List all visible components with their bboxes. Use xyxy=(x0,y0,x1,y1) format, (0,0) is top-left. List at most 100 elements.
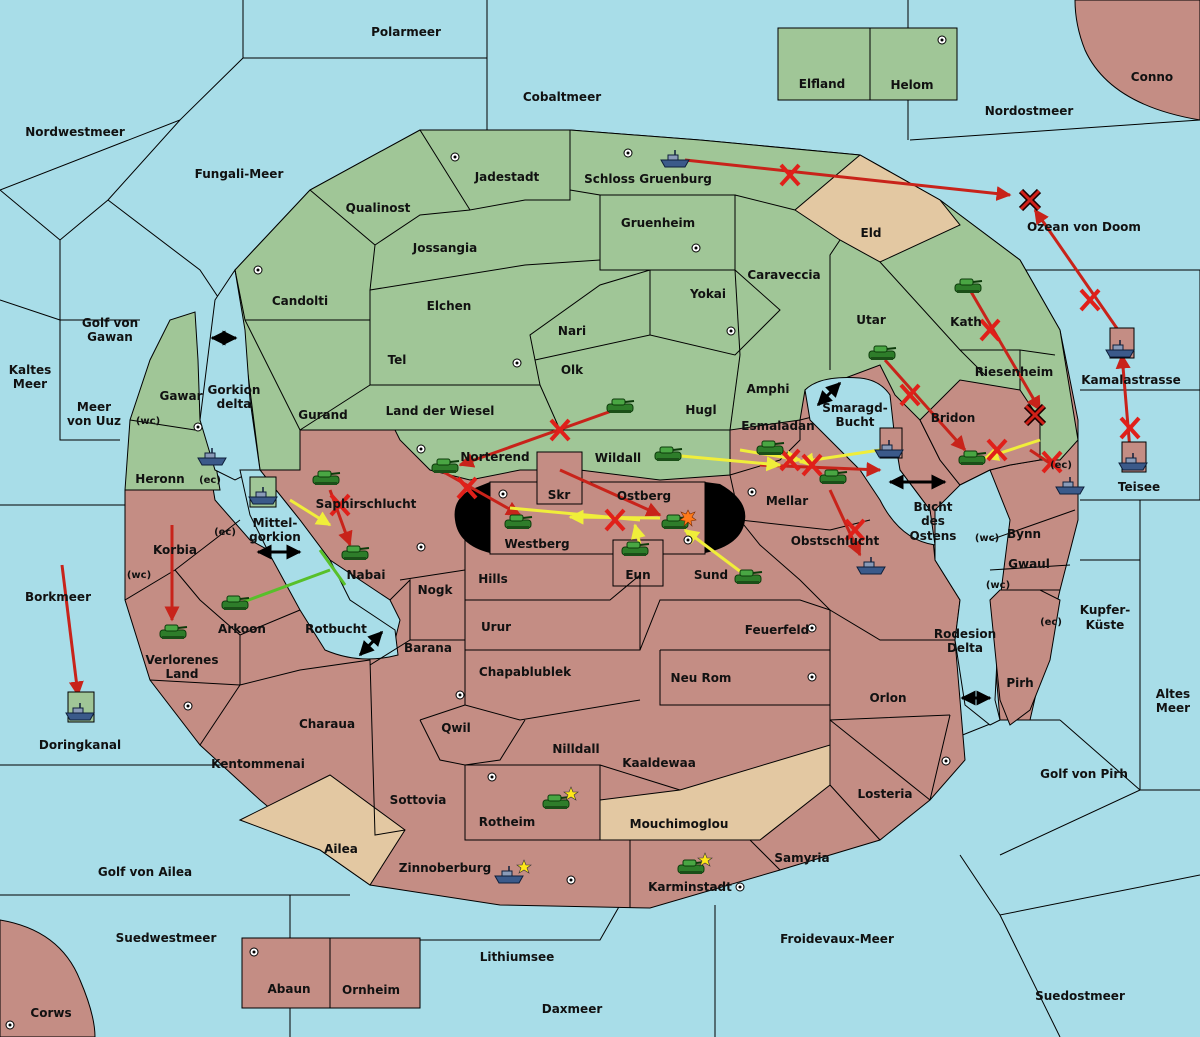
supply-center-icon xyxy=(691,243,701,253)
connection-arrows xyxy=(210,330,992,706)
supply-center-icon xyxy=(455,690,465,700)
label-nabai: Nabai xyxy=(347,568,386,582)
label-kath: Kath xyxy=(950,315,982,329)
label-norterend: Norterend xyxy=(460,450,529,464)
region-conno[interactable] xyxy=(1074,0,1200,121)
label-esmaladan: Esmaladan xyxy=(741,419,814,433)
label-doringkanal: Doringkanal xyxy=(39,738,121,752)
label-eun: Eun xyxy=(625,568,650,582)
label-wc: (wc) xyxy=(986,580,1010,591)
label-abaun: Abaun xyxy=(267,982,310,996)
label-kupfer: Kupfer- xyxy=(1080,603,1130,617)
label-gawar: Gawar xyxy=(159,389,202,403)
supply-center-icon xyxy=(193,422,203,432)
label-helom: Helom xyxy=(890,78,933,92)
label-meer-uuz-1: Meer xyxy=(77,400,111,414)
label-cobaltmeer: Cobaltmeer xyxy=(523,90,601,104)
region-rodesion-delta[interactable] xyxy=(934,469,1011,726)
label-gurand: Gurand xyxy=(298,408,348,422)
label-mittel: Mittel- xyxy=(253,516,298,530)
label-hills: Hills xyxy=(478,572,508,586)
supply-center-icon xyxy=(623,148,633,158)
label-ostberg: Ostberg xyxy=(617,489,671,503)
label-smaragd: Smaragd- xyxy=(822,401,887,415)
label-nordwestmeer: Nordwestmeer xyxy=(25,125,125,139)
region-mouchimoglou[interactable] xyxy=(599,744,831,841)
label-losteria: Losteria xyxy=(857,787,912,801)
supply-center-icon xyxy=(183,701,193,711)
label-westberg: Westberg xyxy=(504,537,569,551)
label-charaua: Charaua xyxy=(299,717,355,731)
label-ozean-von-doom: Ozean von Doom xyxy=(1027,220,1141,234)
supply-center-icon xyxy=(249,947,259,957)
label-utar: Utar xyxy=(856,313,886,327)
label-ornheim: Ornheim xyxy=(342,983,400,997)
supply-center-icon xyxy=(416,444,426,454)
label-conno: Conno xyxy=(1131,70,1173,84)
label-mellar: Mellar xyxy=(766,494,808,508)
label-meer: Meer xyxy=(13,377,47,391)
label-delta2: Delta xyxy=(947,641,983,655)
region-elfland[interactable] xyxy=(777,27,871,101)
label-rotbucht: Rotbucht xyxy=(305,622,367,636)
label-fungali-meer: Fungali-Meer xyxy=(195,167,284,181)
label-land-der-wiesel: Land der Wiesel xyxy=(386,404,495,418)
label-gwaul: Gwaul xyxy=(1008,557,1050,571)
label-wildall: Wildall xyxy=(595,451,641,465)
label-suedwestmeer: Suedwestmeer xyxy=(116,931,217,945)
supply-center-icon xyxy=(735,882,745,892)
region-bridon[interactable] xyxy=(919,379,1041,486)
label-ostens: Ostens xyxy=(910,529,957,543)
label-nari: Nari xyxy=(558,324,586,338)
region-ailea[interactable] xyxy=(238,774,406,886)
label-kamalastrasse: Kamalastrasse xyxy=(1081,373,1181,387)
label-jossangia: Jossangia xyxy=(412,241,477,255)
label-tel: Tel xyxy=(388,353,407,367)
label-bynn: Bynn xyxy=(1007,527,1041,541)
supply-center-icon xyxy=(937,35,947,45)
supply-center-icon xyxy=(512,358,522,368)
label-neu-rom: Neu Rom xyxy=(671,671,732,685)
label-gawan: Gawan xyxy=(87,330,133,344)
label-ec: (ec) xyxy=(1040,617,1062,628)
supply-center-icon xyxy=(498,489,508,499)
label-corws: Corws xyxy=(30,1006,71,1020)
label-sund: Sund xyxy=(694,568,728,582)
label-hugl: Hugl xyxy=(685,403,716,417)
label-pirh: Pirh xyxy=(1006,676,1033,690)
label-daxmeer: Daxmeer xyxy=(542,1002,603,1016)
label-jadestadt: Jadestadt xyxy=(474,170,540,184)
region-corws[interactable] xyxy=(0,919,96,1037)
label-candolti: Candolti xyxy=(272,294,328,308)
region-ornheim[interactable] xyxy=(329,937,421,1009)
label-golf-von-ailea: Golf von Ailea xyxy=(98,865,192,879)
label-kentommenai: Kentommenai xyxy=(211,757,305,771)
explosion-icon xyxy=(679,509,697,527)
star-icon xyxy=(563,786,579,801)
label-obstschlucht: Obstschlucht xyxy=(791,534,880,548)
label-skr: Skr xyxy=(548,488,571,502)
label-zinnoberburg: Zinnoberburg xyxy=(399,861,491,875)
label-rotheim: Rotheim xyxy=(479,815,536,829)
supply-center-icon xyxy=(747,487,757,497)
label-meer-uuz-2: von Uuz xyxy=(67,414,121,428)
supply-center-icon xyxy=(253,265,263,275)
label-yokai: Yokai xyxy=(689,287,726,301)
label-ec: (ec) xyxy=(214,527,236,538)
label-schloss-gruenburg: Schloss Gruenburg xyxy=(584,172,712,186)
label-gruenheim: Gruenheim xyxy=(621,216,695,230)
supply-center-icon xyxy=(941,756,951,766)
supply-center-icon xyxy=(450,152,460,162)
failed-marks xyxy=(329,163,1141,542)
label-rodesion: Rodesion xyxy=(934,627,996,641)
label-borkmeer: Borkmeer xyxy=(25,590,91,604)
label-orlon: Orlon xyxy=(869,691,906,705)
label-suedostmeer: Suedostmeer xyxy=(1035,989,1125,1003)
supply-center-icon xyxy=(487,772,497,782)
label-karminstadt: Karminstadt xyxy=(648,880,732,894)
supply-center-icon xyxy=(416,542,426,552)
label-saphirschlucht: Saphirschlucht xyxy=(316,497,417,511)
label-bucht: Bucht xyxy=(835,415,874,429)
region-gorkion-delta[interactable] xyxy=(199,268,261,481)
